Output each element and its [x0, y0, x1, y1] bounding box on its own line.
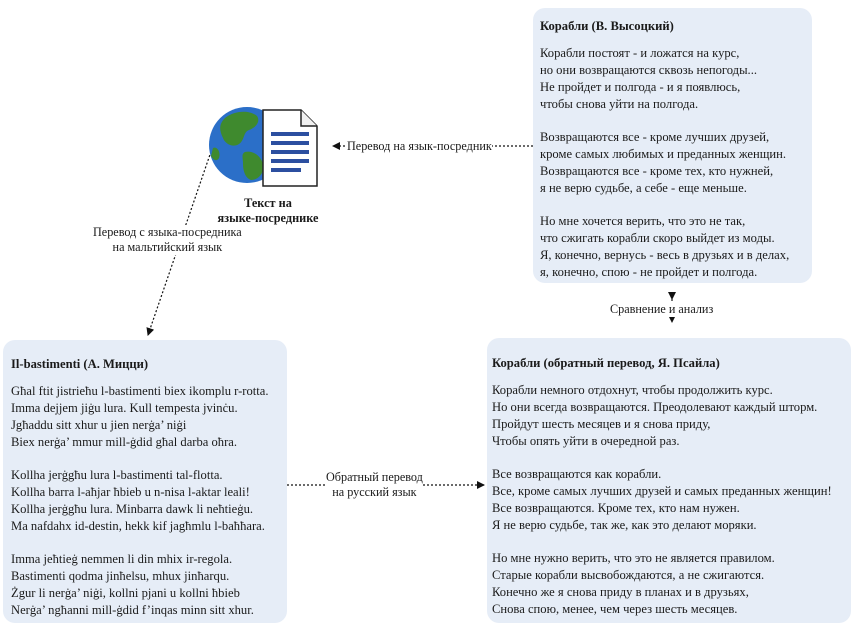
- poem-line: я, конечно, спою - не пройдет и полгода.: [540, 265, 758, 279]
- poem-line: Imma jeħtieġ nemmen li din mhix ir-regol…: [11, 552, 233, 566]
- stanza: Все возвращаются как корабли. Все, кроме…: [492, 466, 847, 534]
- intermediate-text-node: [205, 100, 335, 195]
- poem-line: Возвращаются все - кроме лучших друзей,: [540, 130, 770, 144]
- document-icon: [262, 109, 318, 187]
- intermediate-text-label: Текст на языке-посреднике: [209, 196, 327, 226]
- poem-line: Kollha jerġgħu lura. Minbarra dawk li ne…: [11, 502, 254, 516]
- poem-line: Biex nerġa’ mmur mill-ġdid għal darba oħ…: [11, 435, 238, 449]
- poem-line: Пройдут шесть месяцев и я снова приду,: [492, 417, 711, 431]
- edge-label-text: Перевод на язык-посредник: [347, 139, 492, 153]
- stanza: Imma jeħtieġ nemmen li din mhix ir-regol…: [11, 551, 279, 619]
- poem-line: Старые корабли высвобождаются, а не сжиг…: [492, 568, 765, 582]
- node-label-line2: языке-посреднике: [217, 211, 319, 225]
- maltese-translation-box: Il-bastimenti (A. Мицци) Għal ftit jistr…: [3, 340, 287, 623]
- poem-line: Конечно же я снова приду в планах и в др…: [492, 585, 749, 599]
- poem-line: но они возвращаются сквозь непогоды...: [540, 63, 757, 77]
- poem-line: Но мне хочется верить, что это не так,: [540, 214, 746, 228]
- poem-line: Чтобы опять уйти в очередной раз.: [492, 434, 680, 448]
- poem-line: Żgur li nerġa’ niġi, kollni pjani u koll…: [11, 586, 240, 600]
- poem-line: Но они всегда возвращаются. Преодолевают…: [492, 400, 818, 414]
- poem-line: Возвращаются все - кроме тех, кто нужней…: [540, 164, 774, 178]
- poem-line: Корабли постоят - и ложатся на курс,: [540, 46, 740, 60]
- original-poem-box: Корабли (В. Высоцкий) Корабли постоят - …: [533, 8, 812, 283]
- poem-line: Ma nafdahx id-destin, hekk kif jagħmlu l…: [11, 519, 265, 533]
- poem-line: Bastimenti qodma jinħelsu, mhux jinħarqu…: [11, 569, 230, 583]
- poem-line: Я не верю судьбе, так же, как это делают…: [492, 518, 757, 532]
- poem-line: Għal ftit jistrieħu l-bastimenti biex ik…: [11, 384, 269, 398]
- poem-line: Все возвращаются. Кроме тех, кто нам нуж…: [492, 501, 740, 515]
- edge-label-line2: на мальтийский язык: [112, 240, 223, 254]
- poem-line: Не пройдет и полгода - и я появлюсь,: [540, 80, 741, 94]
- poem-line: Jgħaddu sitt xhur u jien nerġa’ niġi: [11, 418, 187, 432]
- stanza: Корабли постоят - и ложатся на курс, но …: [540, 45, 802, 113]
- poem-line: Все, кроме самых лучших друзей и самых п…: [492, 484, 832, 498]
- edge-label-back-translation: Обратный перевод на русский язык: [326, 470, 423, 500]
- poem-line: я не верю судьбе, а себе - еще меньше.: [540, 181, 747, 195]
- stanza: Корабли немного отдохнут, чтобы продолжи…: [492, 382, 847, 450]
- box-title: Il-bastimenti (A. Мицци): [11, 357, 149, 371]
- poem-line: Корабли немного отдохнут, чтобы продолжи…: [492, 383, 773, 397]
- poem-line: Все возвращаются как корабли.: [492, 467, 662, 481]
- poem-line: Imma dejjem jiġu lura. Kull tempesta jvi…: [11, 401, 238, 415]
- poem-line: Kollha barra l-aħjar ħbieb u n-nisa l-ak…: [11, 485, 250, 499]
- poem-line: Kollha jerġgħu lura l-bastimenti tal-flo…: [11, 468, 223, 482]
- edge-label-line2: на русский язык: [332, 485, 417, 499]
- edge-label-comparison: Сравнение и анализ: [610, 302, 714, 317]
- edge-label-line1: Обратный перевод: [326, 470, 423, 484]
- poem-line: чтобы снова уйти на полгода.: [540, 97, 699, 111]
- stanza: Но мне хочется верить, что это не так, ч…: [540, 213, 802, 281]
- node-label-line1: Текст на: [244, 196, 292, 210]
- edge-label-line1: Перевод с языка-посредника: [93, 225, 242, 239]
- box-title: Корабли (В. Высоцкий): [540, 19, 674, 33]
- back-translation-box: Корабли (обратный перевод, Я. Псайла) Ко…: [487, 338, 851, 623]
- poem-line: кроме самых любимых и преданных женщин.: [540, 147, 787, 161]
- stanza: Но мне нужно верить, что это не является…: [492, 550, 847, 618]
- edge-label-to-intermediate: Перевод на язык-посредник: [347, 139, 492, 154]
- poem-line: что сжигать корабли скоро выйдет из моды…: [540, 231, 775, 245]
- stanza: Għal ftit jistrieħu l-bastimenti biex ik…: [11, 383, 279, 451]
- poem-line: Снова спою, менее, чем через шесть месяц…: [492, 602, 738, 616]
- stanza: Kollha jerġgħu lura l-bastimenti tal-flo…: [11, 467, 279, 535]
- edge-label-to-maltese: Перевод с языка-посредника на мальтийски…: [93, 225, 242, 255]
- stanza: Возвращаются все - кроме лучших друзей, …: [540, 129, 802, 197]
- poem-line: Nerġa’ ngħanni mill-ġdid f’inqas minn si…: [11, 603, 254, 617]
- box-title: Корабли (обратный перевод, Я. Псайла): [492, 356, 720, 370]
- poem-line: Но мне нужно верить, что это не является…: [492, 551, 775, 565]
- edge-label-text: Сравнение и анализ: [610, 302, 714, 316]
- poem-line: Я, конечно, вернусь - весь в друзьях и в…: [540, 248, 790, 262]
